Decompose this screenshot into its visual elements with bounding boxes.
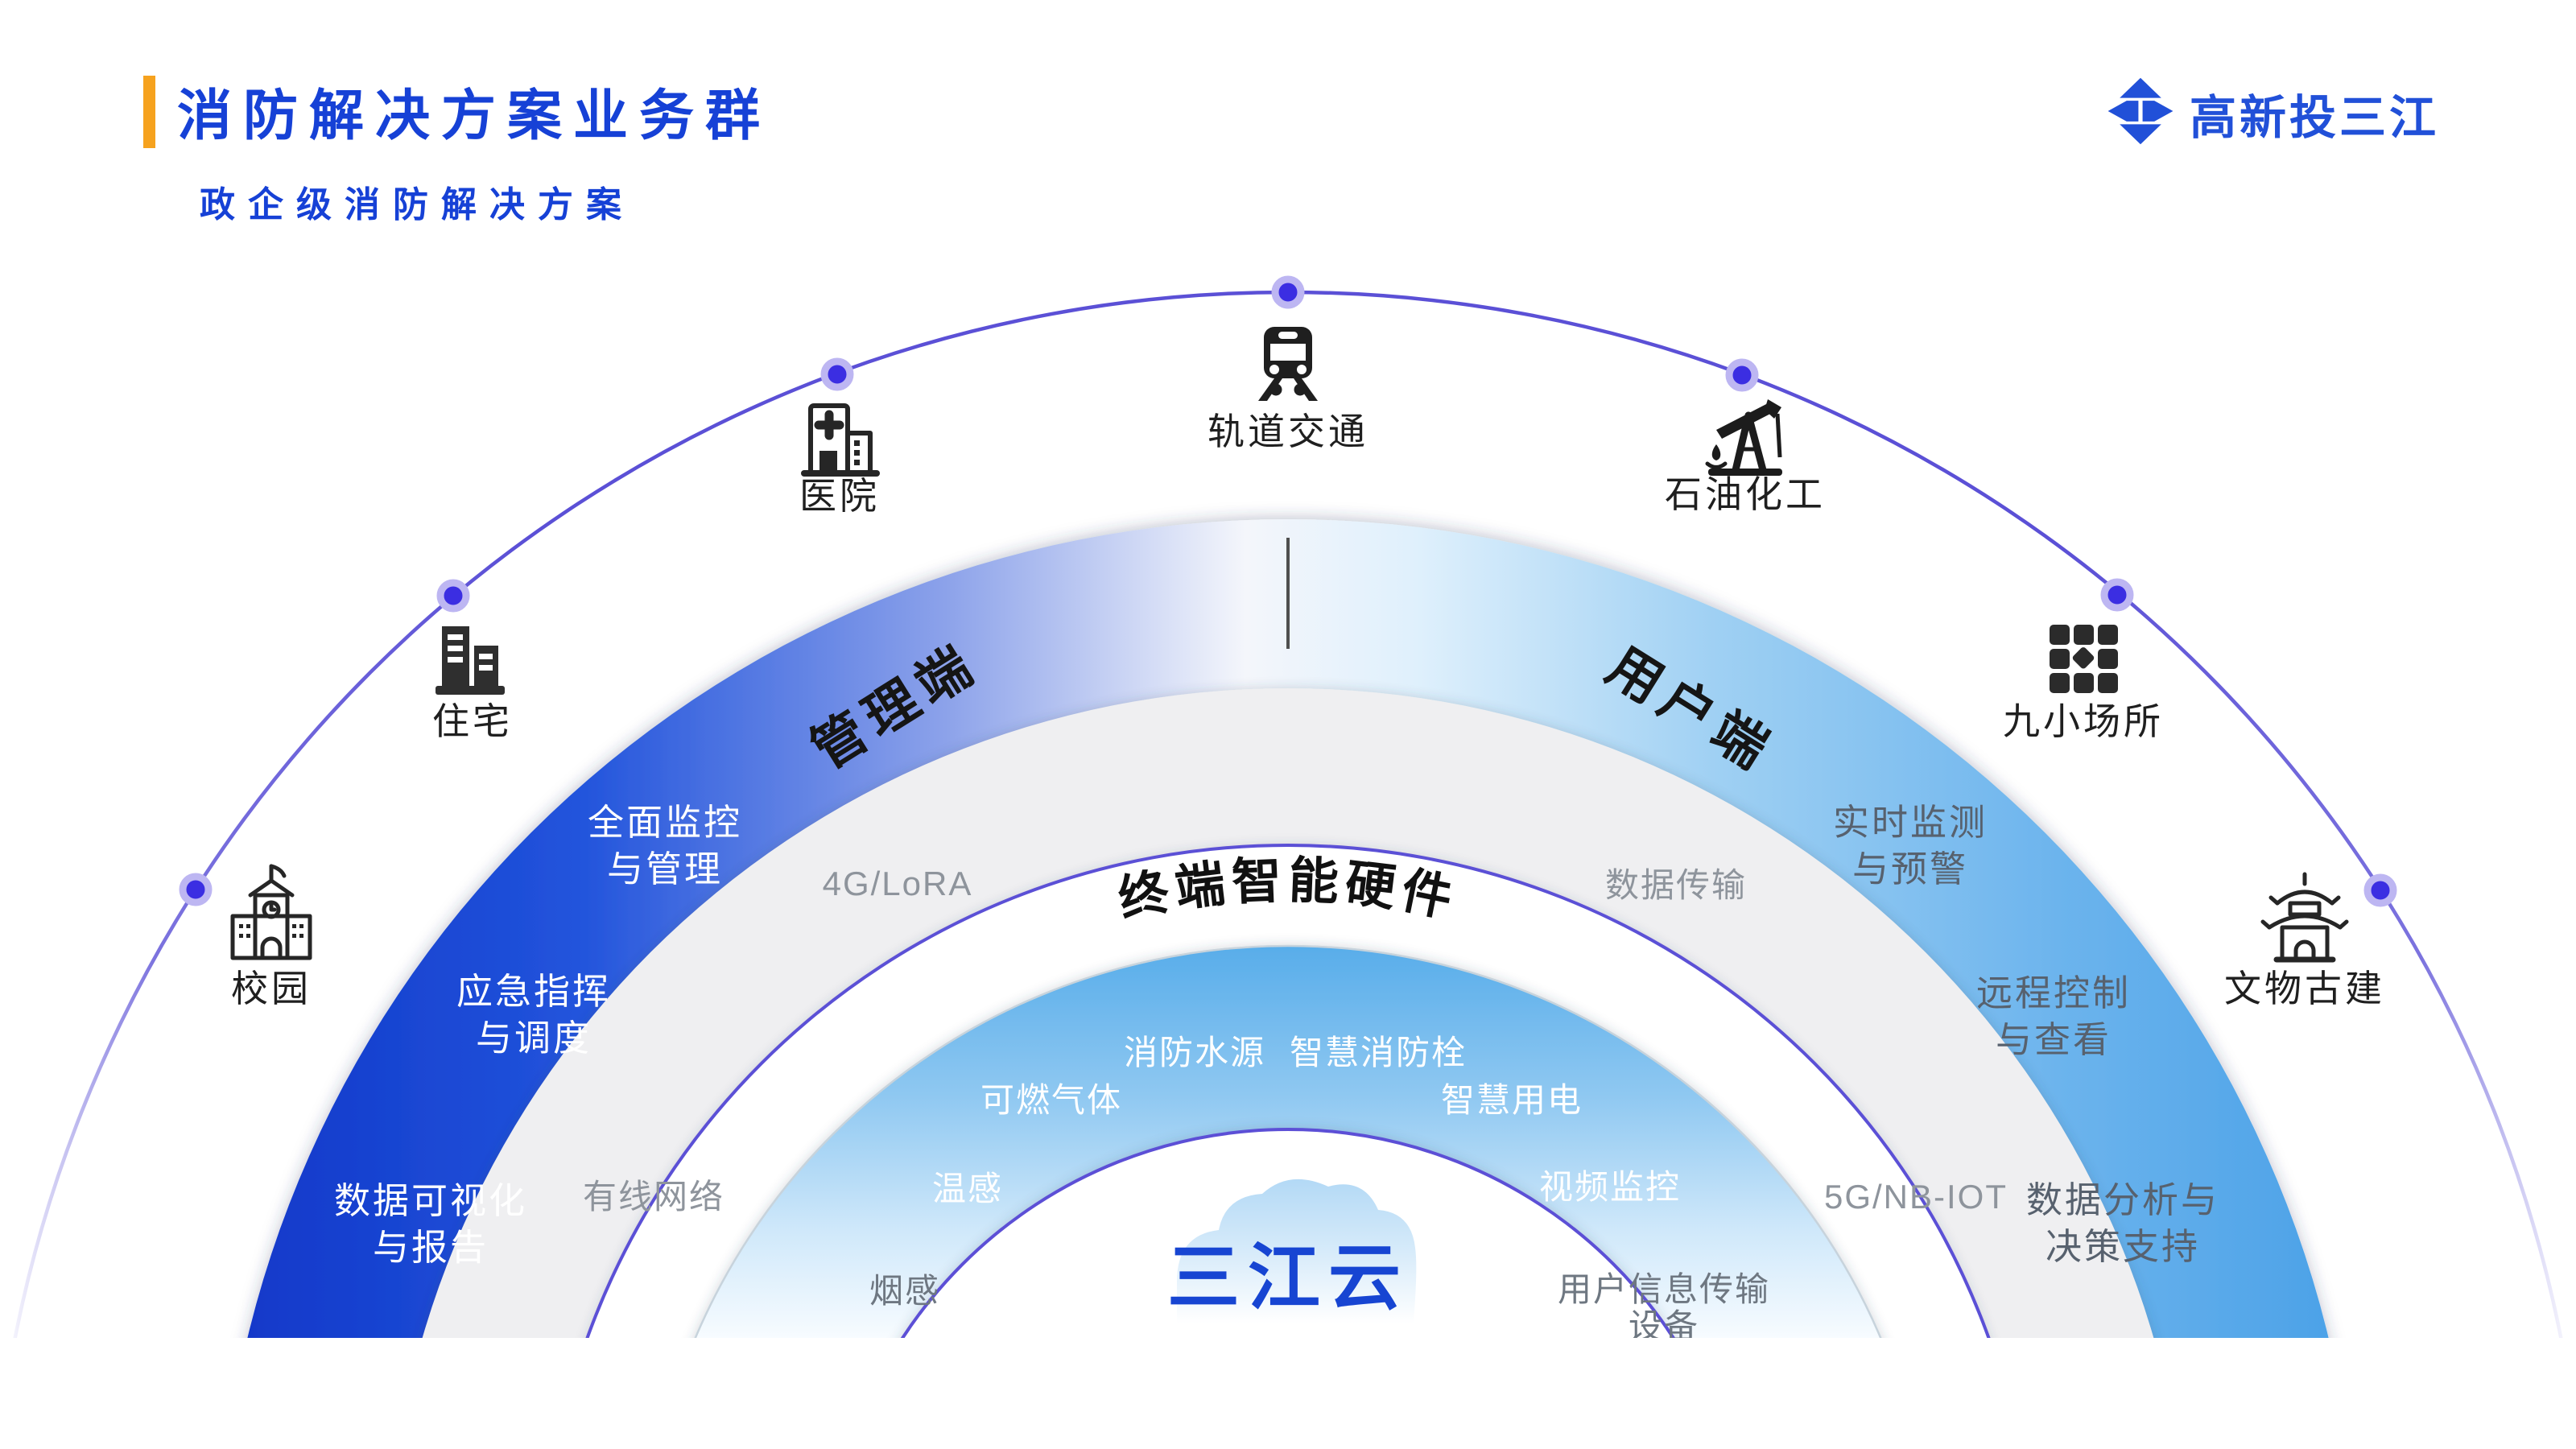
hospital-icon [801,403,880,477]
orbit-dots [179,275,2397,907]
scenario-label: 住宅 [432,700,513,742]
device-labels-gray: 烟感 用户信息传输 设备 [869,1270,1770,1345]
device-label: 智慧用电 [1441,1081,1583,1119]
logo-text: 高新投三江 [2189,91,2439,144]
device-label: 消防水源 [1124,1034,1265,1071]
orbit-dot [2363,873,2397,907]
title-accent-bar [143,76,155,148]
residential-icon [436,626,505,695]
scenario-label: 文物古建 [2224,968,2385,1009]
capability-label: 全面监控 [588,802,742,843]
capability-label: 与管理 [607,848,723,890]
user-capabilities: 实时监测 与预警 远程控制 与查看 数据分析与 决策支持 [1833,802,2219,1267]
management-capabilities: 全面监控 与管理 应急指挥 与调度 数据可视化 与报告 [334,802,742,1268]
orbit-dot [1271,275,1305,309]
scenario-label: 石油化工 [1665,473,1826,515]
page-subtitle: 政企级消防解决方案 [200,185,634,225]
scenario-nodes: 校园 住宅 [230,327,2385,1009]
scenario-label: 校园 [231,968,312,1009]
orbit-dot [1725,358,1759,392]
device-label: 智慧消防栓 [1290,1034,1467,1071]
capability-label: 与查看 [1996,1019,2112,1060]
scenario-label: 医院 [799,475,880,517]
transmission-label: 5G/NB-IOT [1824,1178,2008,1216]
school-icon [230,864,312,960]
logo-diamond-icon [2106,74,2175,152]
capability-label: 应急指挥 [456,971,611,1012]
orbit-dot [179,873,213,906]
capability-label: 数据分析与 [2026,1179,2219,1220]
oil-pump-icon [1705,399,1782,476]
orbit-dot [2100,578,2134,612]
device-label: 可燃气体 [980,1081,1122,1119]
transmission-label: 4G/LoRA [823,865,973,902]
capability-label: 与调度 [476,1018,592,1059]
capability-label: 决策支持 [2046,1226,2200,1267]
grid-venues-icon [2050,625,2118,693]
transmission-label: 有线网络 [583,1178,724,1216]
device-label: 用户信息传输 [1558,1270,1770,1308]
device-labels-white: 消防水源 智慧消防栓 可燃气体 智慧用电 温感 视频监控 [932,1034,1681,1208]
device-label: 设备 [1629,1307,1699,1345]
scenario-label: 九小场所 [2003,700,2164,742]
hardware-ring-border [585,844,1991,1338]
capability-label: 与报告 [373,1227,489,1268]
orbit-dot [820,357,854,391]
device-label: 烟感 [869,1272,940,1310]
transmission-label: 数据传输 [1605,866,1747,904]
cloud-shape [1177,1179,1417,1338]
page-title: 消防解决方案业务群 [177,85,772,147]
cloud-brand: 三江云 [1167,1238,1409,1319]
capability-label: 与预警 [1852,848,1968,890]
capability-label: 远程控制 [1976,972,2131,1013]
train-icon [1258,327,1318,401]
company-logo: 高新投三江 [2106,74,2439,152]
capability-label: 数据可视化 [334,1180,527,1221]
transmission-labels: 4G/LoRA 数据传输 有线网络 5G/NB-IOT [583,865,2008,1216]
pagoda-icon [2260,872,2349,963]
capability-label: 实时监测 [1833,802,1988,843]
scenario-label: 轨道交通 [1208,411,1368,452]
device-label: 视频监控 [1539,1168,1681,1206]
orbit-dot [436,579,470,613]
device-label: 温感 [932,1170,1003,1208]
